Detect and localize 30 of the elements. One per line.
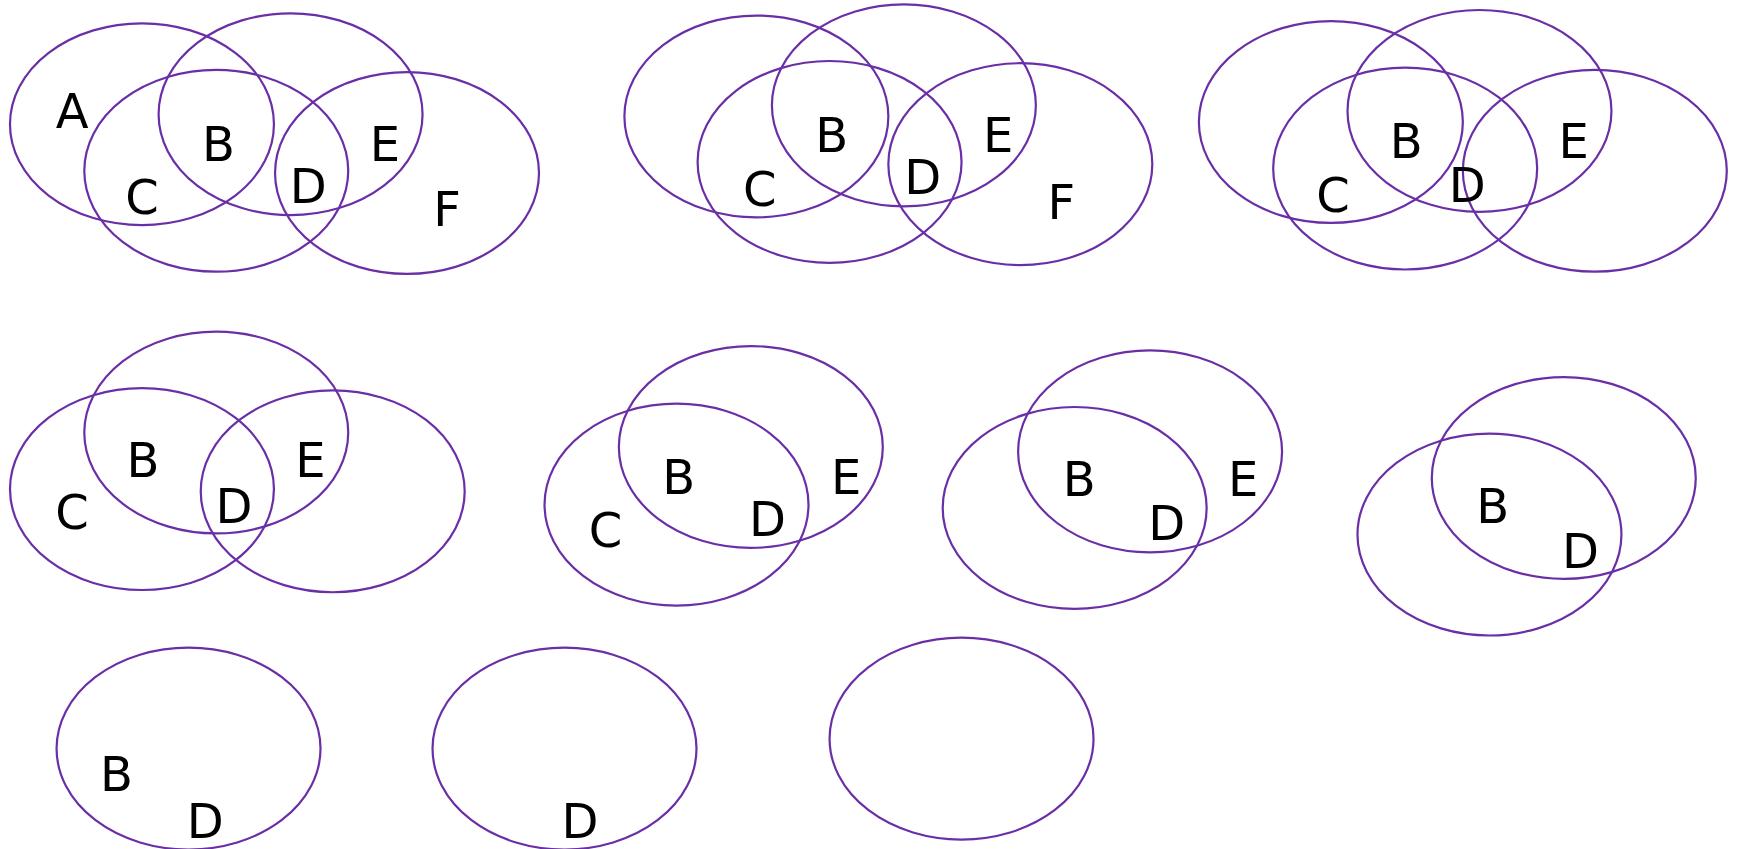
region-letter: B	[1476, 481, 1510, 530]
region-letter: C	[55, 488, 89, 537]
region-letter: B	[1389, 116, 1423, 165]
region-letter: E	[831, 452, 862, 501]
region-letter: C	[1316, 171, 1350, 220]
region-letter: E	[983, 111, 1014, 160]
region-letter: D	[904, 153, 942, 202]
region-letter: D	[1148, 499, 1186, 548]
region-letter: C	[588, 506, 623, 555]
region-letter: C	[125, 173, 159, 222]
region-letter: F	[1047, 177, 1076, 226]
region-letter: B	[126, 436, 160, 485]
region-letter: D	[215, 481, 253, 530]
region-letter: E	[369, 120, 400, 169]
region-letter: E	[1228, 455, 1259, 504]
region-letter: D	[289, 162, 327, 211]
region-letter: C	[742, 164, 777, 213]
region-letter: D	[1561, 527, 1599, 576]
region-letter: B	[815, 111, 849, 160]
region-letter: D	[186, 796, 224, 845]
region-letter: A	[55, 86, 89, 135]
region-letter: E	[1558, 116, 1589, 165]
region-letter: B	[202, 120, 235, 169]
region-letter: B	[662, 452, 696, 501]
region-letter: E	[295, 436, 326, 485]
region-letter: F	[433, 184, 461, 233]
region-letter: B	[99, 750, 133, 799]
region-letter: D	[748, 495, 786, 544]
region-letter: B	[1062, 455, 1096, 504]
region-letter: D	[561, 796, 599, 845]
